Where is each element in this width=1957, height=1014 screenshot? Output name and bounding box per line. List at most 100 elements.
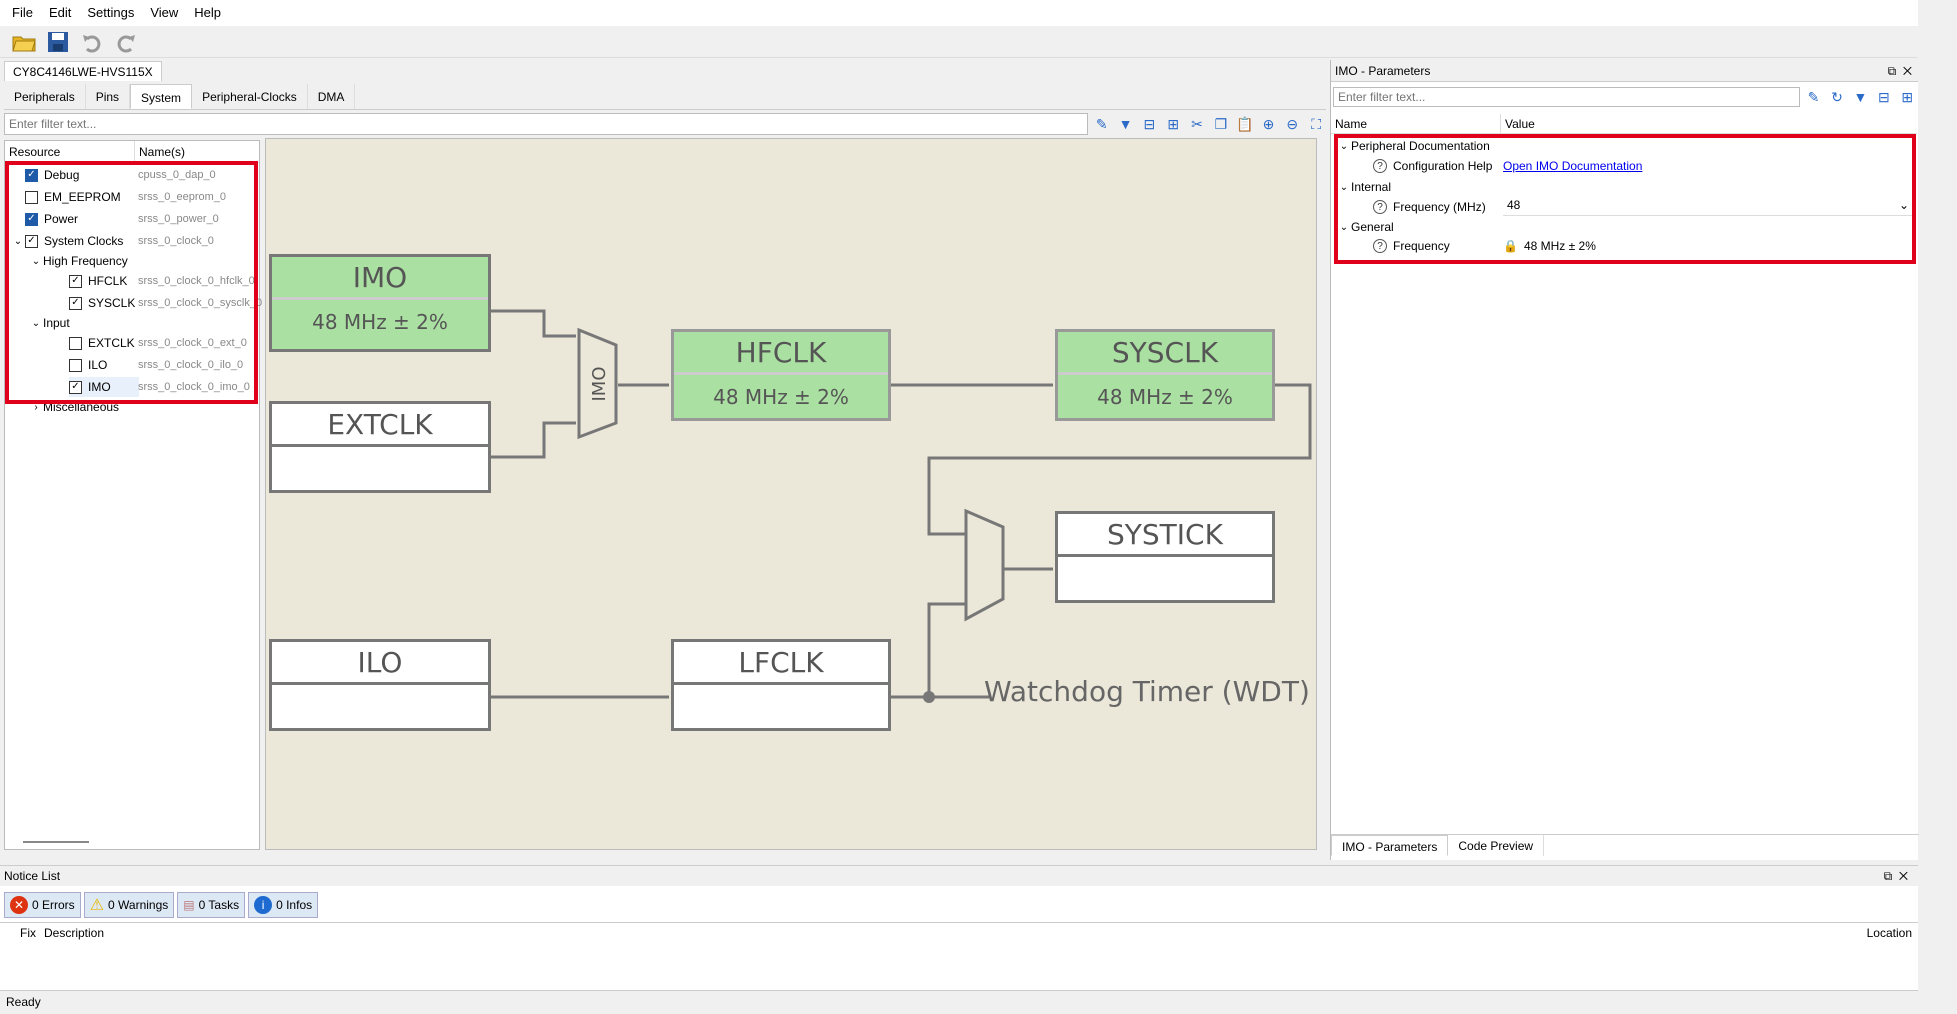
redo-icon[interactable] [112, 28, 140, 56]
section-internal[interactable]: ⌄Internal [1337, 177, 1921, 197]
filter-bar: ✎ ▼ ⊟ ⊞ ✂ ❐ 📋 ⊕ ⊖ ⛶ [4, 112, 1326, 136]
tab-peripheral-clocks[interactable]: Peripheral-Clocks [192, 84, 308, 109]
chevron-down-icon[interactable]: ⌄ [31, 317, 41, 329]
restore-icon[interactable]: ⧉ [1887, 64, 1897, 78]
help-icon[interactable]: ? [1373, 200, 1387, 214]
tab-system[interactable]: System [130, 84, 193, 109]
chevron-right-icon[interactable]: › [34, 401, 38, 413]
chevron-down-icon[interactable]: ⌄ [13, 235, 23, 247]
tab-imo-parameters[interactable]: IMO - Parameters [1331, 835, 1449, 856]
collapse-all-icon[interactable]: ⊟ [1877, 88, 1890, 105]
filter-input[interactable] [4, 113, 1088, 135]
device-tab[interactable]: CY8C4146LWE-HVS115X [4, 61, 162, 81]
parameters-title: IMO - Parameters [1335, 64, 1431, 78]
zoom-in-icon[interactable]: ⊕ [1262, 115, 1275, 132]
menu-edit[interactable]: Edit [48, 5, 72, 20]
errors-button[interactable]: ✕0 Errors [4, 892, 81, 918]
section-general[interactable]: ⌄General [1337, 217, 1921, 237]
help-icon[interactable]: ? [1373, 239, 1387, 253]
tasks-button[interactable]: ▤0 Tasks [177, 892, 246, 918]
checkbox-partial-icon[interactable]: ✓ [69, 380, 82, 394]
section-peripheral-documentation[interactable]: ⌄Peripheral Documentation [1337, 136, 1921, 156]
checkbox-checked-icon[interactable]: ✓ [25, 168, 38, 182]
horizontal-scrollbar[interactable] [23, 841, 89, 843]
imo-block[interactable]: IMO 48 MHz ± 2% [269, 254, 491, 352]
systick-block[interactable]: SYSTICK [1055, 511, 1275, 603]
tab-code-preview[interactable]: Code Preview [1448, 835, 1545, 856]
help-icon[interactable]: ? [1373, 159, 1387, 173]
clear-filter-icon[interactable]: ✎ [1807, 88, 1820, 105]
parameters-panel: IMO - Parameters ⧉ ✕ ✎ ↻ ▼ ⊟ ⊞ Name Valu… [1330, 60, 1921, 860]
menu-bar: File Edit Settings View Help [0, 0, 1918, 26]
lfclk-block[interactable]: LFCLK [671, 639, 891, 731]
filter-icon[interactable]: ▼ [1118, 116, 1133, 132]
close-icon[interactable]: ✕ [1902, 64, 1912, 78]
warnings-button[interactable]: ⚠0 Warnings [83, 892, 175, 918]
copy-icon[interactable]: ❐ [1214, 115, 1228, 132]
filter-icon[interactable]: ▼ [1853, 89, 1868, 105]
save-icon[interactable] [44, 28, 72, 56]
params-filter-input[interactable] [1333, 87, 1800, 107]
expand-all-icon[interactable]: ⊞ [1167, 115, 1180, 132]
checkbox-icon[interactable] [69, 358, 82, 372]
tree-item-input[interactable]: ⌄Input [29, 313, 279, 333]
mux-label: IMO [588, 366, 610, 402]
menu-settings[interactable]: Settings [87, 5, 135, 20]
checkbox-partial-icon[interactable]: ✓ [69, 296, 82, 310]
resource-col: Resource [5, 141, 135, 162]
zoom-out-icon[interactable]: ⊖ [1286, 115, 1299, 132]
refresh-icon[interactable]: ↻ [1831, 88, 1843, 105]
menu-file[interactable]: File [12, 5, 33, 20]
ilo-block[interactable]: ILO [269, 639, 491, 731]
highlight-box-tree [5, 161, 258, 404]
menu-view[interactable]: View [150, 5, 179, 20]
tab-dma[interactable]: DMA [308, 84, 356, 109]
restore-icon[interactable]: ⧉ [1883, 869, 1893, 883]
checkbox-partial-icon[interactable]: ✓ [25, 234, 38, 248]
chevron-down-icon[interactable]: ⌄ [1339, 221, 1349, 233]
chevron-down-icon[interactable]: ⌄ [1898, 198, 1909, 212]
open-folder-icon[interactable] [10, 28, 38, 56]
sysclk-value: 48 MHz ± 2% [1097, 385, 1233, 409]
collapse-all-icon[interactable]: ⊟ [1143, 115, 1156, 132]
wdt-label[interactable]: Watchdog Timer (WDT) [984, 675, 1310, 708]
clear-filter-icon[interactable]: ✎ [1095, 115, 1108, 132]
chevron-down-icon[interactable]: ⌄ [1339, 181, 1349, 193]
tab-peripherals[interactable]: Peripherals [4, 84, 86, 109]
chevron-down-icon[interactable]: ⌄ [31, 255, 41, 267]
window-controls: ⧉ ✕ [1888, 60, 1912, 81]
checkbox-partial-icon[interactable]: ✓ [69, 274, 82, 288]
checkbox-icon[interactable] [69, 336, 82, 350]
zoom-fit-icon[interactable]: ⛶ [1311, 115, 1321, 132]
frequency-mhz-select[interactable]: 48⌄ [1503, 198, 1913, 216]
checkbox-checked-icon[interactable]: ✓ [25, 212, 38, 226]
extclk-block[interactable]: EXTCLK [269, 401, 491, 493]
checkbox-icon[interactable] [25, 190, 38, 204]
tab-pins[interactable]: Pins [86, 84, 131, 109]
open-imo-doc-link[interactable]: Open IMO Documentation [1503, 159, 1643, 173]
params-filter-bar: ✎ ↻ ▼ ⊟ ⊞ [1333, 86, 1917, 108]
cut-icon[interactable]: ✂ [1191, 115, 1203, 132]
ilo-title: ILO [272, 642, 488, 685]
hfclk-block[interactable]: HFCLK 48 MHz ± 2% [671, 329, 891, 421]
expand-all-icon[interactable]: ⊞ [1901, 88, 1914, 105]
tree-item-high-frequency[interactable]: ⌄High Frequency [29, 251, 279, 271]
paste-icon[interactable]: 📋 [1235, 115, 1254, 132]
params-header: Name Value [1331, 114, 1917, 134]
menu-help[interactable]: Help [194, 5, 222, 20]
sysclk-block[interactable]: SYSCLK 48 MHz ± 2% [1055, 329, 1275, 421]
close-icon[interactable]: ✕ [1898, 869, 1908, 883]
chevron-down-icon[interactable]: ⌄ [1339, 140, 1349, 152]
window-controls: ⧉ ✕ [1884, 866, 1908, 886]
undo-icon[interactable] [78, 28, 106, 56]
